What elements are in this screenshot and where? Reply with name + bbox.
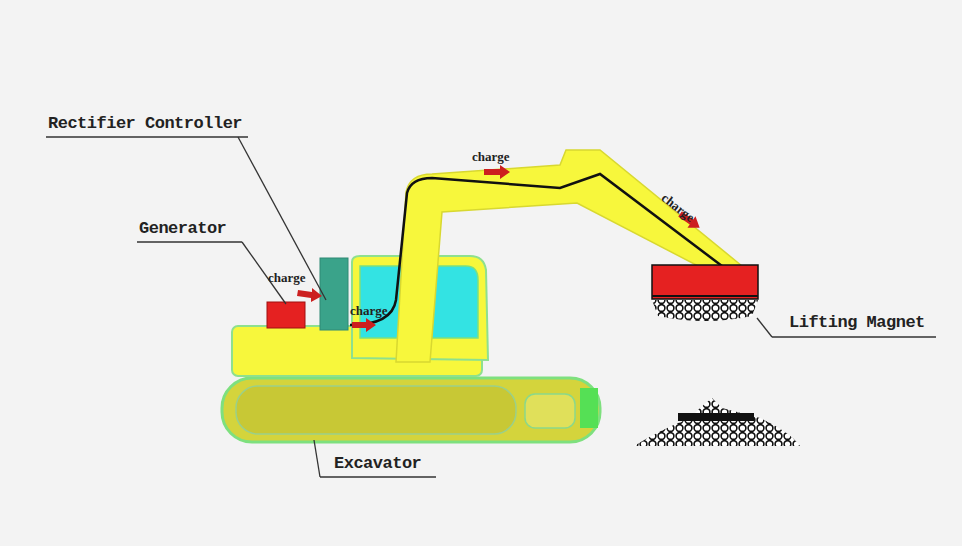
- track-inner: [236, 386, 516, 434]
- scrap-pile: [634, 398, 800, 446]
- generator: [267, 302, 305, 328]
- part-label: Excavator: [334, 454, 421, 473]
- pile-shadow: [678, 413, 754, 421]
- track-wheel: [525, 394, 575, 428]
- track: [222, 378, 600, 442]
- magnet-edge: [652, 295, 758, 297]
- leader-lines: [46, 137, 936, 477]
- held-scrap: [652, 300, 758, 321]
- charge-label: charge: [268, 270, 306, 286]
- track-end: [580, 388, 598, 428]
- rectifier-controller: [320, 258, 348, 330]
- boom: [396, 150, 742, 362]
- charge-label: charge: [472, 149, 510, 165]
- part-label: Rectifier Controller: [48, 114, 242, 133]
- lifting-magnet: [652, 265, 758, 299]
- part-label: Generator: [139, 219, 226, 238]
- charge-arrows: [297, 165, 704, 332]
- charge-label: charge: [350, 303, 388, 319]
- part-label: Lifting Magnet: [789, 313, 925, 332]
